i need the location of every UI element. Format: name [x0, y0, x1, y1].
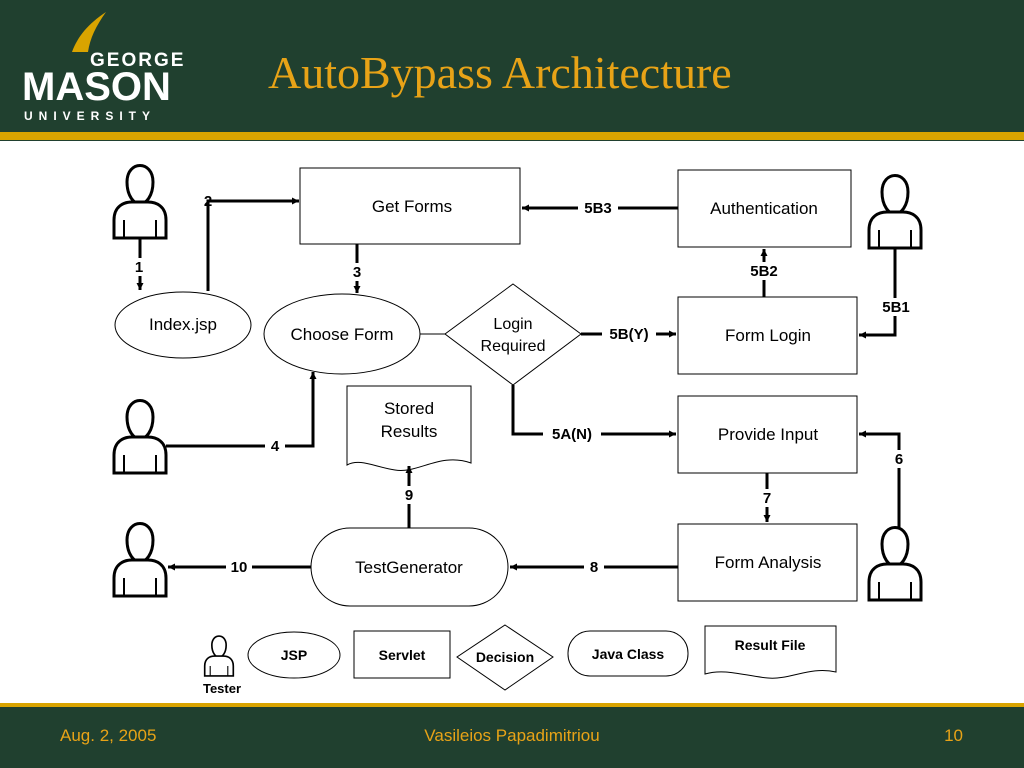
edge-5by-label: 5B(Y): [609, 326, 648, 343]
university-logo: GEORGE MASON UNIVERSITY: [22, 12, 185, 123]
tester-3-icon: [112, 399, 168, 475]
edge-4-label: 4: [271, 438, 280, 455]
footer-page-number: 10: [944, 726, 963, 745]
legend-jsp-shape: [247, 631, 341, 679]
index-jsp-label: Index.jsp: [149, 315, 217, 334]
get-forms-label: Get Forms: [372, 197, 452, 216]
slide-header: [0, 0, 1024, 132]
form-login-label: Form Login: [725, 326, 811, 345]
edge-1-label: 1: [135, 259, 143, 276]
edge-9-label: 9: [405, 487, 413, 504]
login-required-label-line1: Login: [493, 316, 532, 333]
legend-decision-shape: [456, 624, 554, 691]
legend-tester-label: Tester: [203, 681, 241, 696]
stored-results-label-line2: Results: [381, 422, 438, 441]
legend-java-class-shape: [567, 630, 689, 677]
edge-6: [859, 430, 901, 527]
legend-servlet-shape: [353, 630, 451, 679]
architecture-diagram: Get Forms Authentication Form Login Prov…: [112, 164, 923, 696]
authentication-label: Authentication: [710, 199, 818, 218]
legend-java-class-label: Java Class: [592, 646, 665, 662]
provide-input-label: Provide Input: [718, 425, 818, 444]
diagram-canvas: Get Forms Authentication Form Login Prov…: [0, 141, 1024, 703]
test-generator-label: TestGenerator: [355, 558, 463, 577]
login-required-label-line2: Required: [481, 338, 546, 355]
legend-jsp-label: JSP: [281, 647, 307, 663]
stored-results-node: [346, 385, 472, 471]
edge-5b1-label: 5B1: [882, 299, 910, 316]
edge-5b1: [859, 248, 897, 339]
legend-servlet-label: Servlet: [379, 647, 426, 663]
legend: Tester JSP Servlet Decision Java Class R…: [203, 624, 837, 696]
legend-decision-label: Decision: [476, 649, 534, 665]
logo-mason: MASON: [22, 65, 171, 109]
choose-form-label: Choose Form: [291, 325, 394, 344]
edge-5an-label: 5A(N): [552, 426, 592, 443]
edge-8-label: 8: [590, 559, 598, 576]
slide-footer: [0, 707, 1024, 768]
header-divider: [0, 132, 1024, 140]
edge-10-label: 10: [231, 559, 248, 576]
stored-results-label-line1: Stored: [384, 399, 434, 418]
index-jsp-node: [114, 291, 252, 359]
legend-tester-icon: [203, 635, 235, 677]
logo-flame-icon: [72, 12, 106, 52]
edge-2-label: 2: [204, 193, 212, 210]
get-forms-node: [299, 167, 521, 245]
form-analysis-label: Form Analysis: [715, 553, 822, 572]
edge-4: [166, 372, 317, 448]
edge-5an: [511, 385, 676, 438]
edge-5b2-label: 5B2: [750, 263, 778, 280]
login-required-node: [444, 283, 582, 386]
tester-2-icon: [867, 174, 923, 250]
footer-divider: [0, 703, 1024, 707]
edge-5b3-label: 5B3: [584, 200, 612, 217]
edge-3-label: 3: [353, 264, 361, 281]
legend-result-file-label: Result File: [735, 637, 806, 653]
logo-university: UNIVERSITY: [24, 109, 156, 123]
form-analysis-node: [677, 523, 858, 602]
legend-result-file-shape: [704, 625, 837, 679]
tester-1-icon: [112, 164, 168, 240]
authentication-node: [677, 169, 852, 248]
form-login-node: [677, 296, 858, 375]
edge-7-label: 7: [763, 490, 771, 507]
tester-4-icon: [112, 522, 168, 598]
edge-6-label: 6: [895, 451, 903, 468]
logo-george: GEORGE: [90, 50, 185, 71]
tester-5-icon: [867, 526, 923, 602]
footer-date: Aug. 2, 2005: [60, 726, 157, 745]
footer-author: Vasileios Papadimitriou: [424, 726, 600, 745]
slide-title: AutoBypass Architecture: [268, 47, 732, 98]
edge-2: [206, 197, 299, 291]
